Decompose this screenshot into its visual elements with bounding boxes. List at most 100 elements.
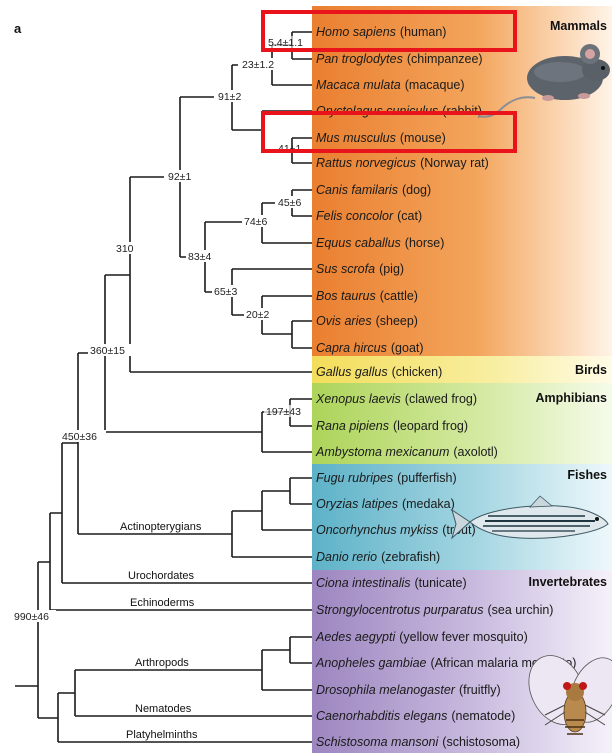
species-common-name: (cat) [397,209,422,223]
tree-branches [15,31,312,743]
group-label-actinopterygians: Actinopterygians [120,521,202,533]
species-latin-name: Drosophila melanogaster [316,683,456,697]
node-label-amniota: 310 [116,243,134,255]
species-latin-name: Strongylocentrotus purparatus [316,603,483,617]
species-latin-name: Pan troglodytes [316,52,403,66]
species-label: Rattus norvegicus(Norway rat) [316,156,489,170]
species-common-name: (fruitfly) [459,683,501,697]
node-labels: 5.4±1.1 23±1.2 91±2 41±1 92±1 45±6 74±6 … [12,36,310,623]
species-latin-name: Aedes aegypti [315,630,396,644]
species-common-name: (cattle) [380,289,418,303]
mouse-illustration [477,44,610,118]
amphibians-header: Amphibians [535,391,607,405]
branch-fugu-medaka [262,477,312,505]
species-latin-name: Anopheles gambiae [315,656,427,670]
node-label-euarchontoglires: 91±2 [218,91,241,103]
species-label: Schistosoma mansoni(schistosoma) [316,735,520,749]
species-latin-name: Gallus gallus [316,365,388,379]
branch-human-chimp [272,31,312,60]
species-label: Equus caballus (horse) [316,236,444,250]
species-latin-name: Rana pipiens [316,419,389,433]
species-common-name: (chimpanzee) [407,52,483,66]
species-label: Drosophila melanogaster(fruitfly) [316,683,501,697]
species-latin-name: Capra hircus [316,341,387,355]
species-label: Capra hircus(goat) [316,341,424,355]
node-label-eutheria: 92±1 [168,171,191,183]
species-latin-name: Mus musculus [316,131,396,145]
species-latin-name: Sus scrofa [316,262,375,276]
species-common-name: (yellow fever mosquito) [399,630,528,644]
node-label-frogs: 197±43 [266,406,301,418]
species-common-name: (nematode) [451,709,515,723]
branch-glires [232,111,263,150]
species-label: Caenorhabditis elegans(nematode) [316,709,515,723]
species-common-name: (zebrafish) [381,550,440,564]
group-label-arthropods: Arthropods [135,657,189,669]
species-label: Pan troglodytes (chimpanzee) [316,52,483,66]
species-common-name: (leopard frog) [393,419,468,433]
species-common-name: (clawed frog) [405,392,477,406]
species-latin-name: Ambystoma mexicanum [315,445,449,459]
species-common-name: (chicken) [392,365,443,379]
highlight-box-mouse [261,111,517,153]
fishes-header: Fishes [567,468,607,482]
branch-arthropods [75,650,312,691]
node-label-human-chimp: 5.4±1.1 [268,37,303,49]
species-common-name: (human) [400,25,447,39]
species-label: Strongylocentrotus purparatus (sea urchin… [316,603,553,617]
species-common-name: (sea urchin) [487,603,553,617]
group-label-urochordates: Urochordates [128,570,195,582]
species-common-name: (medaka) [402,497,455,511]
species-latin-name: Xenopus laevis [315,392,401,406]
branch-amphibia [130,412,312,453]
branch-mosquitoes [262,636,312,664]
branch-dog-cat [262,189,312,217]
species-label: Aedes aegypti(yellow fever mosquito) [315,630,528,644]
node-label-tetrapoda: 360±15 [90,345,125,357]
species-label: Canis familaris(dog) [316,183,431,197]
species-common-name: (sheep) [376,314,418,328]
species-label: Oncorhynchus mykiss(trout) [316,523,476,537]
branch-sheep-goat [262,320,312,349]
zebrafish-illustration [451,495,609,540]
species-label: Macaca mulata (macaque) [316,78,465,92]
species-latin-name: Macaca mulata [316,78,401,92]
species-label: Rana pipiens (leopard frog) [316,419,468,433]
species-latin-name: Fugu rubripes [316,471,393,485]
species-label: Mus musculus(mouse) [316,131,446,145]
species-latin-name: Equus caballus [316,236,401,250]
branch-mouse-rat [262,137,312,164]
group-label-platyhelminths: Platyhelminths [126,729,198,741]
species-latin-name: Felis concolor [316,209,394,223]
birds-header: Birds [575,363,607,377]
species-latin-name: Ovis aries [316,314,372,328]
node-label-carnivora-horse: 74±6 [244,216,267,228]
branch-protostomia [38,693,312,743]
species-latin-name: Danio rerio [316,550,377,564]
species-latin-name: Ciona intestinalis [316,576,411,590]
branch-teleostei [105,511,312,558]
species-common-name: (macaque) [405,78,465,92]
species-latin-name: Canis familaris [316,183,398,197]
group-label-echinoderms: Echinoderms [130,597,195,609]
amphibians-band [312,383,612,464]
group-label-nematodes: Nematodes [135,703,192,715]
node-label-laurasiatheria: 83±4 [188,251,211,263]
species-label: Bos taurus (cattle) [316,289,418,303]
species-label: Oryzias latipes (medaka) [316,497,455,511]
node-label-bovidae: 20±2 [246,309,269,321]
node-label-primates: 23±1.2 [242,59,274,71]
branch-root [15,562,39,718]
branch-vertebrata [62,353,105,535]
species-latin-name: Homo sapiens [316,25,396,39]
species-label: Ovis aries (sheep) [316,314,418,328]
species-latin-name: Bos taurus [316,289,376,303]
birds-band [312,356,612,383]
species-common-name: (horse) [405,236,445,250]
species-latin-name: Oncorhynchus mykiss [316,523,438,537]
species-label: Ciona intestinalis(tunicate) [316,576,467,590]
species-label: Danio rerio (zebrafish) [316,550,440,564]
species-latin-name: Oryzias latipes [316,497,398,511]
species-common-name: (Norway rat) [420,156,489,170]
